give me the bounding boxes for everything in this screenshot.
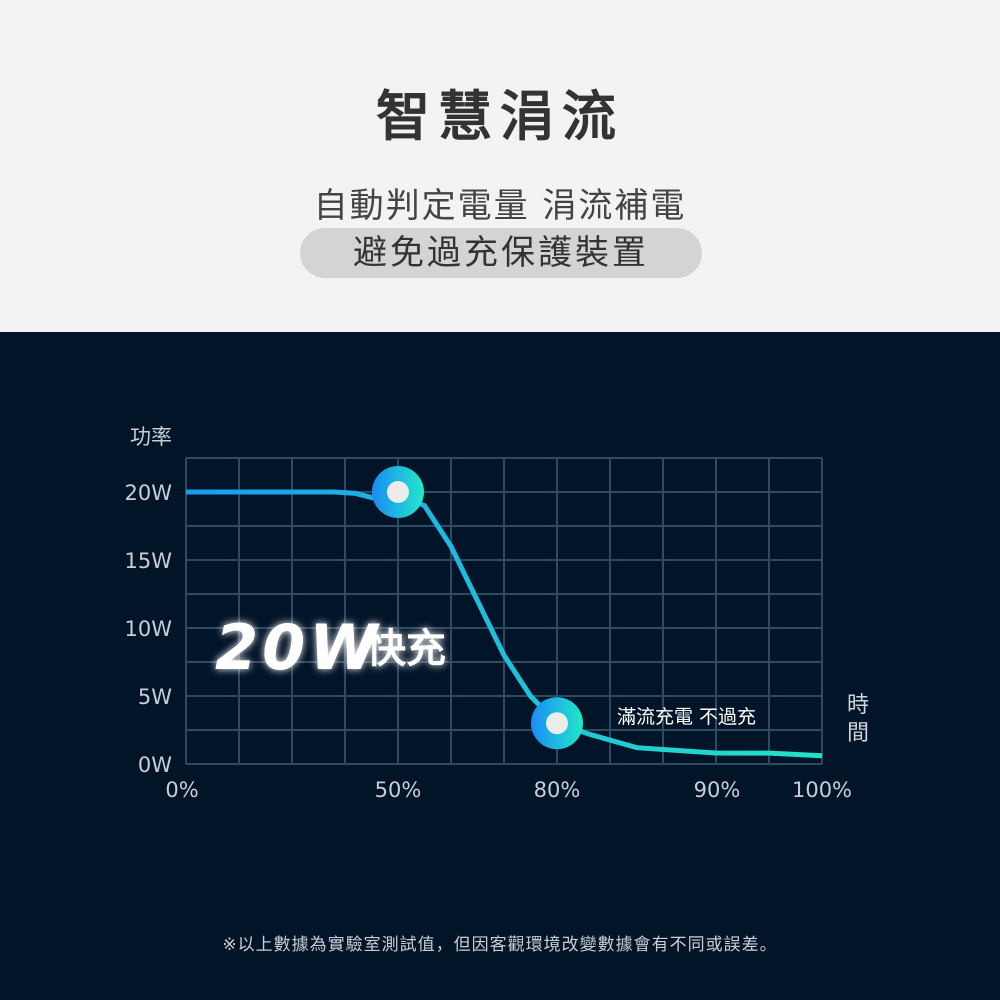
x-axis-label-1: 時: [847, 693, 869, 718]
x-tick-label: 80%: [534, 778, 581, 802]
x-tick-label: 90%: [694, 778, 741, 802]
y-tick-label: 5W: [138, 685, 172, 709]
y-tick-label: 15W: [125, 549, 173, 573]
x-axis-label-2: 間: [847, 721, 869, 746]
subtitle: 自動判定電量 涓流補電: [313, 186, 687, 226]
chart-grid: [185, 457, 823, 765]
y-tick-label: 10W: [125, 617, 173, 641]
y-tick-label: 0W: [138, 753, 172, 777]
fast-charge-suffix: 快充: [366, 626, 446, 672]
data-point-center: [387, 481, 409, 503]
power-chart: 功率 0W 5W 10W 15W 20W 0% 50% 80% 90% 100% 20W 快充 滿…: [125, 425, 870, 802]
x-tick-label: 0%: [165, 778, 198, 802]
trickle-label: 滿流充電 不過充: [617, 706, 756, 728]
header-band: 智慧涓流 自動判定電量 涓流補電 避免過充保護裝置: [0, 0, 1000, 332]
power-line: [186, 489, 823, 759]
x-tick-label: 100%: [792, 778, 852, 802]
x-tick-label: 50%: [375, 778, 422, 802]
y-tick-label: 20W: [125, 481, 173, 505]
page-title: 智慧涓流: [376, 84, 624, 148]
fast-charge-label: 20W: [215, 611, 382, 684]
feature-pill: 避免過充保護裝置: [300, 228, 702, 278]
footnote: ※以上數據為實驗室測試值，但因客觀環境改變數據會有不同或誤差。: [222, 935, 778, 955]
y-axis-label: 功率: [130, 425, 172, 449]
data-point-center: [546, 712, 568, 735]
